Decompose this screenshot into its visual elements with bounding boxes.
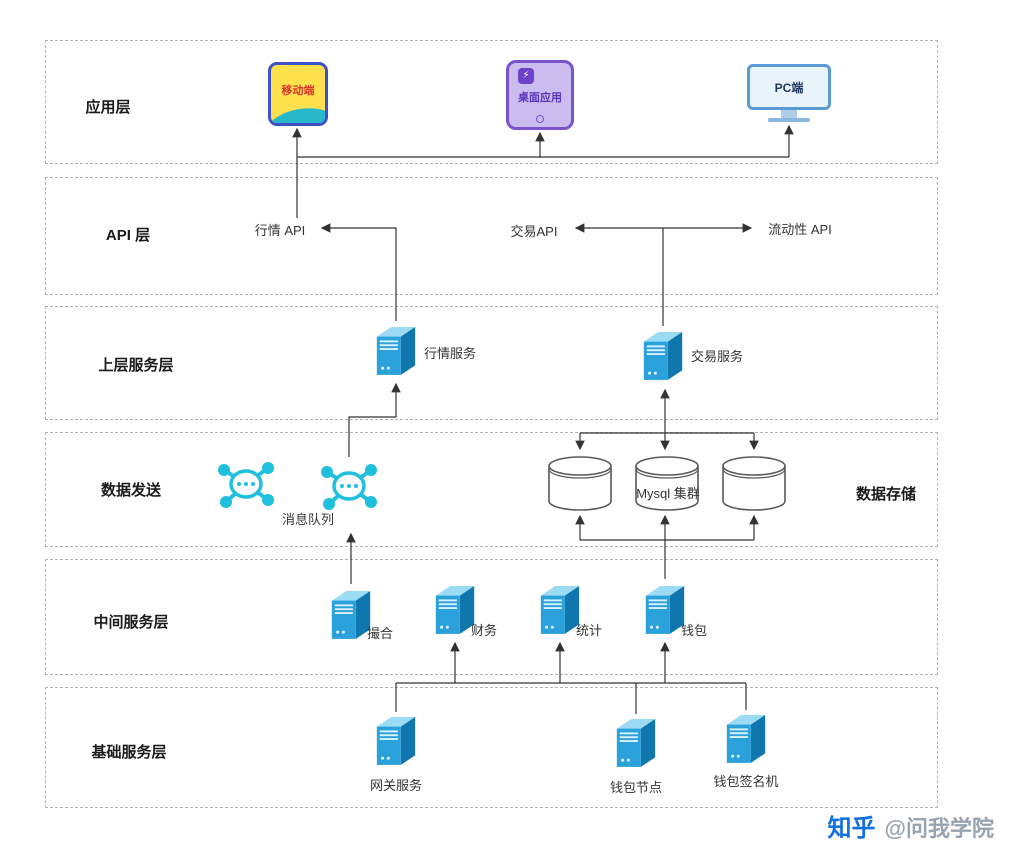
pc-label: PC端 xyxy=(747,64,831,110)
market-api-label: 行情 API xyxy=(254,223,306,238)
monitor-stand-icon xyxy=(781,110,797,118)
message-queue-label: 消息队列 xyxy=(281,512,334,527)
market-service-server-icon xyxy=(373,322,419,378)
gateway-service-server-icon xyxy=(373,712,419,768)
database-icon xyxy=(547,455,613,513)
layer-box-data xyxy=(45,432,938,547)
mobile-app-icon: 移动端 xyxy=(268,62,328,126)
matching-service-label: 撮合 xyxy=(367,626,394,641)
label-middle-service-layer: 中间服务层 xyxy=(93,614,169,631)
trade-service-label: 交易服务 xyxy=(691,349,744,364)
mobile-app-label: 移动端 xyxy=(281,85,315,97)
zhihu-logo: 知乎 xyxy=(827,815,876,842)
label-data-store: 数据存储 xyxy=(855,486,916,503)
home-button-icon xyxy=(536,115,544,123)
watermark: 知乎 @问我学院 xyxy=(828,808,994,843)
watermark-handle: @问我学院 xyxy=(884,816,994,841)
gateway-service-label: 网关服务 xyxy=(369,778,422,793)
layer-box-upper-service xyxy=(45,306,938,420)
layer-box-base-service xyxy=(45,687,938,808)
label-application-layer: 应用层 xyxy=(85,99,131,116)
trade-api-label: 交易API xyxy=(510,224,558,239)
wallet-node-label: 钱包节点 xyxy=(609,780,662,795)
lightning-icon: ⚡ xyxy=(518,68,534,84)
monitor-base-icon xyxy=(768,118,810,122)
liquidity-api-label: 流动性 API xyxy=(768,222,832,237)
wallet-signer-server-icon xyxy=(723,710,769,766)
finance-service-label: 财务 xyxy=(471,623,498,638)
mobile-icon-wave-decoration xyxy=(271,104,325,123)
database-icon xyxy=(721,455,787,513)
wallet-service-label: 钱包 xyxy=(681,623,708,638)
layer-box-middle-service xyxy=(45,559,938,675)
stats-service-label: 统计 xyxy=(576,623,603,638)
layer-box-api xyxy=(45,177,938,295)
desktop-app-label: 桌面应用 xyxy=(518,92,562,104)
mysql-cluster-label: Mysql 集群 xyxy=(636,486,700,501)
label-data-send: 数据发送 xyxy=(100,482,161,499)
pc-icon: PC端 xyxy=(744,64,834,122)
wallet-node-server-icon xyxy=(613,714,659,770)
market-service-label: 行情服务 xyxy=(424,346,477,361)
wallet-signer-label: 钱包签名机 xyxy=(713,774,779,789)
label-base-service-layer: 基础服务层 xyxy=(91,744,167,761)
message-queue-icon xyxy=(215,457,277,515)
label-api-layer: API 层 xyxy=(105,227,151,244)
label-upper-service-layer: 上层服务层 xyxy=(98,357,174,374)
trade-service-server-icon xyxy=(640,327,686,383)
desktop-app-icon: ⚡ 桌面应用 xyxy=(506,60,574,130)
